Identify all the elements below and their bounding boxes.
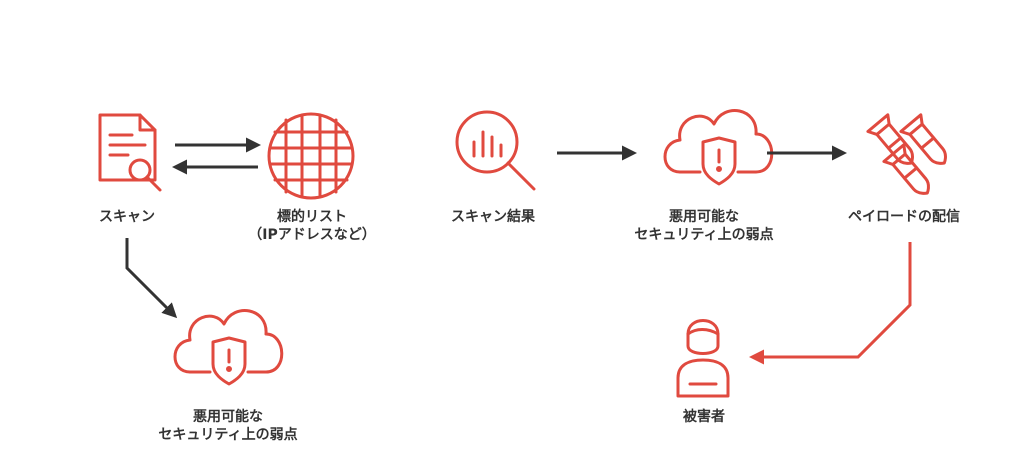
document-search-icon	[98, 113, 162, 192]
scan-result-label: スキャン結果	[451, 209, 535, 225]
arrow-scan-to-vuln	[125, 238, 178, 319]
person-icon	[676, 319, 730, 398]
vuln-mid-label: 悪用可能な セキュリティ上の弱点	[634, 209, 774, 243]
arrow-payload-to-victim	[749, 242, 912, 365]
payload-label: ペイロードの配信	[848, 209, 960, 225]
victim-label: 被害者	[683, 409, 725, 425]
cloud-shield-icon	[173, 309, 284, 386]
magnifier-chart-icon	[455, 110, 536, 191]
scan-label: スキャン	[99, 209, 155, 225]
missiles-icon	[866, 113, 947, 195]
vuln-left-label: 悪用可能な セキュリティ上の弱点	[158, 409, 298, 443]
globe-grid-icon	[267, 112, 355, 200]
cloud-shield-icon	[663, 109, 774, 186]
target-list-label: 標的リスト （IPアドレスなど）	[248, 209, 376, 243]
